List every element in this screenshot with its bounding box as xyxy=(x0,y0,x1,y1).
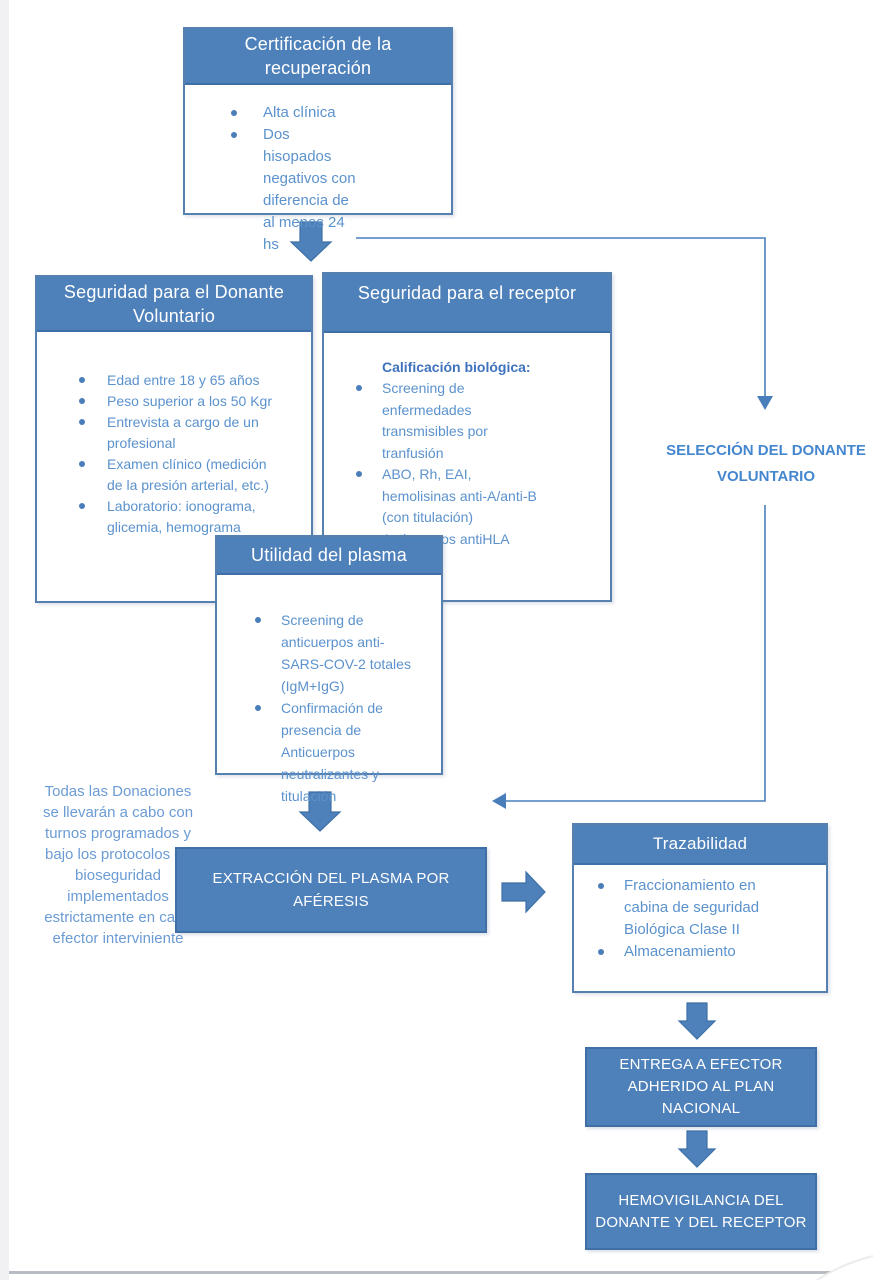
list-item: Examen clínico (medición de la presión a… xyxy=(77,454,285,496)
box-trazabilidad-title: Trazabilidad xyxy=(652,834,748,853)
block-arrow-down-icon xyxy=(677,1002,717,1040)
block-arrow-down-icon xyxy=(289,221,333,262)
box-seguridad-receptor-header: Seguridad para el receptor xyxy=(324,274,610,333)
box-entrega-title: ENTREGA A EFECTOR ADHERIDO AL PLAN NACIO… xyxy=(619,1056,783,1117)
block-arrow-down-icon xyxy=(677,1130,717,1168)
box-certificacion-title: Certificación de la recuperación xyxy=(244,34,392,78)
list-item: Screening de anticuerpos anti-SARS-COV-2… xyxy=(253,609,413,697)
box-seguridad-donante-title: Seguridad para el Donante Voluntario xyxy=(63,281,285,326)
box-extraccion-plasma: EXTRACCIÓN DEL PLASMA POR AFÉRESIS xyxy=(175,847,487,933)
box-trazabilidad-header: Trazabilidad xyxy=(574,825,826,865)
connector-line-from-seleccion xyxy=(505,505,766,802)
box-extraccion-title: EXTRACCIÓN DEL PLASMA POR AFÉRESIS xyxy=(212,870,450,910)
box-utilidad-plasma: Utilidad del plasma Screening de anticue… xyxy=(215,535,443,804)
box-certificacion-recuperacion: Certificación de la recuperación Alta cl… xyxy=(183,27,453,253)
list-item: Edad entre 18 y 65 años xyxy=(77,370,285,391)
box-utilidad-plasma-header: Utilidad del plasma xyxy=(217,537,441,575)
list-item: Entrevista a cargo de un profesional xyxy=(77,412,285,454)
list-item: Confirmación de presencia de Anticuerpos… xyxy=(253,697,413,807)
list-item: Peso superior a los 50 Kgr xyxy=(77,391,285,412)
box-certificacion-header: Certificación de la recuperación xyxy=(185,29,451,85)
trazabilidad-bullet-list: Fraccionamiento en cabina de seguridad B… xyxy=(596,875,826,963)
box-hemovigilancia-title: HEMOVIGILANCIA DEL DONANTE Y DEL RECEPTO… xyxy=(595,1191,807,1231)
seguridad-receptor-bullet-list: Screening de enfermedades transmisibles … xyxy=(354,378,610,550)
box-seguridad-receptor-title: Seguridad para el receptor xyxy=(357,283,577,303)
list-item: Dos hisopados negativos con diferencia d… xyxy=(231,124,359,256)
list-item: Alta clínica xyxy=(231,102,359,124)
arrowhead-left-icon xyxy=(492,793,506,809)
arrowhead-down-icon xyxy=(757,396,773,410)
box-trazabilidad: Trazabilidad Fraccionamiento en cabina d… xyxy=(572,823,828,993)
page-left-margin-strip xyxy=(0,0,9,1280)
box-seguridad-donante: Seguridad para el Donante Voluntario Eda… xyxy=(35,275,313,603)
block-arrow-down-icon xyxy=(298,791,342,832)
page-bottom-rule xyxy=(9,1271,873,1274)
box-utilidad-plasma-title: Utilidad del plasma xyxy=(251,545,407,565)
list-item: Almacenamiento xyxy=(596,941,776,963)
box-entrega-efector: ENTREGA A EFECTOR ADHERIDO AL PLAN NACIO… xyxy=(585,1047,817,1127)
list-item: Screening de enfermedades transmisibles … xyxy=(354,378,544,464)
seleccion-donante-label: SELECCIÓN DEL DONANTE VOLUNTARIO xyxy=(666,442,866,485)
list-item: Laboratorio: ionograma, glicemia, hemogr… xyxy=(77,496,285,538)
nota-donaciones-text: Todas las Donaciones se llevarán a cabo … xyxy=(42,783,194,947)
list-item: Fraccionamiento en cabina de seguridad B… xyxy=(596,875,776,941)
box-hemovigilancia: HEMOVIGILANCIA DEL DONANTE Y DEL RECEPTO… xyxy=(585,1173,817,1250)
block-arrow-right-icon xyxy=(501,870,546,914)
utilidad-plasma-bullet-list: Screening de anticuerpos anti-SARS-COV-2… xyxy=(253,609,441,807)
connector-line-to-seleccion xyxy=(356,237,766,398)
box-seguridad-donante-header: Seguridad para el Donante Voluntario xyxy=(37,277,311,332)
list-item: ABO, Rh, EAI, hemolisinas anti-A/anti-B … xyxy=(354,464,544,529)
calificacion-biologica-label: Calificación biológica: xyxy=(382,359,531,375)
